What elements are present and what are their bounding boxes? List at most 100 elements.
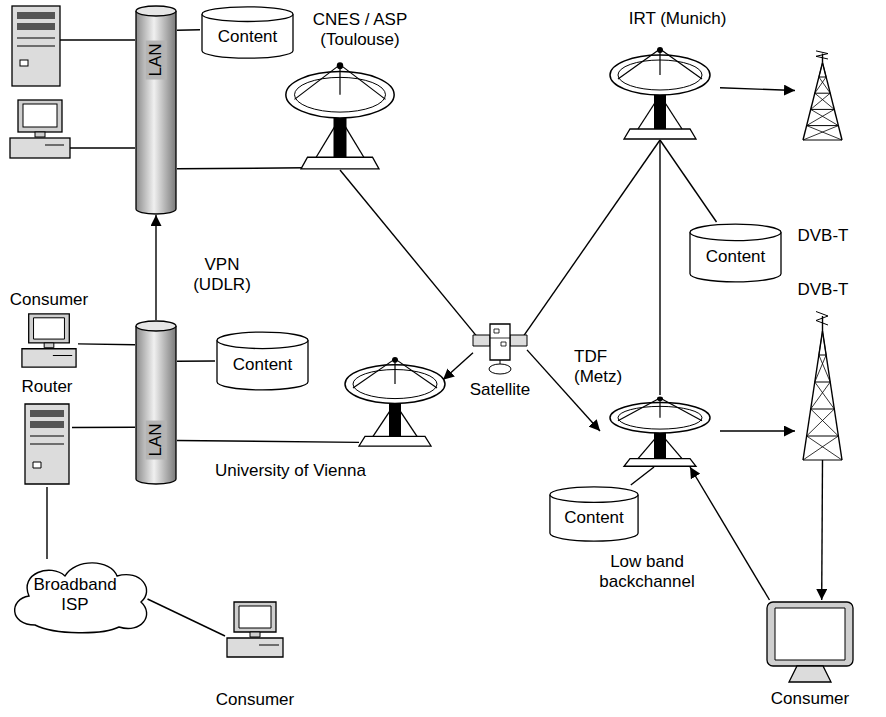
- tower-brace: [815, 93, 835, 109]
- consumer-computer-icon: [225, 600, 285, 660]
- satellite-dish-icon: [335, 355, 455, 447]
- tower-brace: [811, 409, 839, 436]
- feed-arm: [395, 359, 437, 388]
- satellite-dish: CNES / ASP (Toulouse): [275, 60, 405, 170]
- node-caption: University of Vienna: [215, 461, 445, 481]
- feed-arm: [660, 49, 702, 79]
- server-case: [25, 404, 69, 484]
- tower-brace: [803, 460, 842, 461]
- drive-slot: [53, 355, 72, 356]
- dvb-t-tower: DVB-T: [795, 50, 850, 140]
- node-caption: Satellite: [452, 380, 548, 400]
- tower-leg: [823, 331, 843, 460]
- tower-brace: [807, 409, 835, 436]
- lan-wire: [70, 147, 135, 148]
- feed-horn: [657, 397, 663, 402]
- monitor-screen: [239, 606, 271, 628]
- text-holder: Content: [688, 222, 783, 284]
- solar-panel: [473, 335, 490, 346]
- tower-brace: [803, 126, 838, 140]
- tv-stand: [789, 666, 831, 682]
- server-bay: [30, 410, 64, 417]
- tower-brace: [819, 63, 823, 77]
- monitor-screen: [34, 318, 65, 339]
- router-server: Router: [22, 402, 72, 487]
- feed-horn: [337, 62, 344, 69]
- tower-brace: [807, 126, 842, 140]
- tower-brace: [803, 140, 842, 141]
- satellite-dish: IRT (Munich): [600, 45, 720, 140]
- tv-screen: [775, 608, 845, 660]
- satellite-dish: [489, 364, 511, 374]
- lan-tube: LAN: [135, 5, 177, 215]
- node-caption: Consumer: [210, 690, 300, 710]
- satellite: Satellite: [470, 318, 530, 376]
- tower-brace: [807, 436, 839, 437]
- text-holder: Broadband ISP: [5, 555, 155, 635]
- edge-label: VPN (UDLR): [182, 255, 262, 294]
- dish-mount: [334, 113, 347, 157]
- tower-brace: [815, 355, 826, 382]
- tower-brace: [811, 409, 835, 410]
- tube-top: [136, 321, 176, 331]
- dish-mount: [389, 400, 401, 437]
- node-label: Content: [218, 27, 278, 47]
- tower-brace: [807, 436, 842, 460]
- server-button: [20, 60, 28, 66]
- tube-top: [136, 6, 176, 16]
- content-store: Content: [548, 485, 640, 543]
- tower-brace: [811, 93, 831, 109]
- lan-label: LAN: [146, 40, 167, 79]
- tower-brace: [811, 109, 835, 110]
- tower-brace: [819, 77, 826, 78]
- signal-zigzag: [816, 312, 828, 326]
- link-line: [177, 440, 359, 442]
- consumer-tv-icon: [765, 600, 855, 685]
- feed-arm: [353, 359, 395, 388]
- link-line: [46, 487, 47, 559]
- server-bay: [30, 421, 64, 428]
- lan-wire: [60, 39, 135, 40]
- satellite-line: [490, 338, 510, 339]
- tower-brace: [803, 436, 838, 460]
- satellite-dish-icon: [275, 60, 405, 170]
- link-line: [177, 29, 200, 31]
- lan-tube-icon: [135, 5, 177, 215]
- cylinder-top: [550, 487, 638, 502]
- node-caption: DVB-T: [781, 280, 865, 300]
- dvb-t-tower: DVB-T: [795, 310, 850, 460]
- satellite-dish: TDF (Metz): [600, 395, 720, 467]
- link-line: [78, 343, 135, 345]
- monitor-neck: [44, 343, 54, 348]
- link-arrow: [720, 88, 795, 91]
- link-arrow: [443, 353, 473, 380]
- edge-label: Low band backchannel: [586, 552, 708, 591]
- monitor-screen: [23, 104, 57, 127]
- tower-brace: [811, 382, 831, 409]
- feed-arm: [295, 65, 341, 100]
- link-line: [660, 140, 717, 222]
- node-caption: Router: [7, 377, 87, 397]
- satellite-hatch: [501, 342, 506, 346]
- tower-brace: [819, 331, 823, 355]
- server-line: [17, 38, 55, 39]
- node-caption: CNES / ASP (Toulouse): [295, 10, 425, 49]
- satellite-dish-icon: [600, 395, 720, 467]
- dish-mount: [654, 430, 666, 459]
- cloud-shape: [15, 563, 147, 633]
- drive-slot: [45, 145, 64, 146]
- monitor-neck: [250, 632, 260, 637]
- link-arrow: [690, 467, 770, 600]
- node-caption: TDF (Metz): [574, 347, 644, 386]
- server-line: [30, 444, 64, 445]
- link-line: [177, 168, 305, 169]
- dish-base: [301, 157, 379, 169]
- feed-horn: [657, 47, 663, 53]
- monitor: [234, 602, 276, 632]
- content-store: Content: [688, 222, 783, 284]
- link-line: [72, 427, 135, 429]
- cylinder-top: [202, 7, 293, 22]
- link-line: [524, 140, 660, 335]
- content-store: Content: [215, 330, 310, 392]
- node-label: Content: [233, 355, 293, 375]
